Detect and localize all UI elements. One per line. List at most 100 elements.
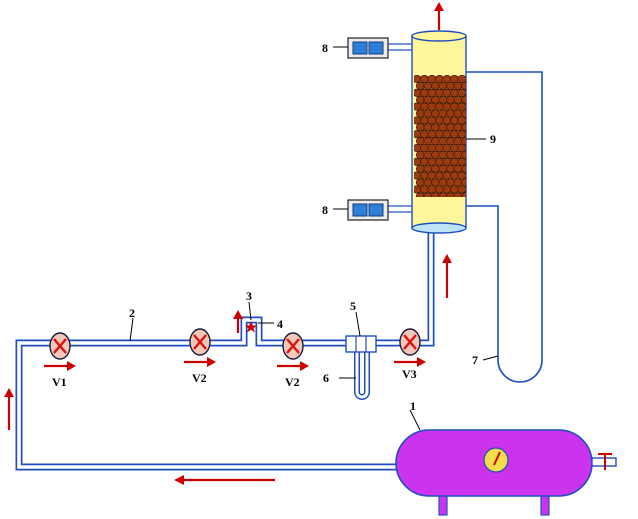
packing-particle	[442, 74, 452, 84]
packing-particle	[457, 74, 466, 84]
packing-particle	[453, 95, 463, 104]
label-valve-small: 4	[277, 317, 283, 331]
packing-particle	[457, 130, 466, 139]
packing-particle	[423, 123, 433, 132]
packing-particle	[460, 137, 466, 146]
packing-particle	[449, 74, 460, 84]
label-v2-first: V2	[192, 371, 207, 385]
packing-particle	[453, 81, 463, 90]
packing-particle	[419, 102, 430, 111]
packing-particle	[423, 137, 433, 146]
packing-particle	[415, 164, 426, 173]
packing-particle	[430, 178, 441, 187]
packing-particle	[457, 185, 466, 194]
packing-particle	[442, 157, 452, 166]
packing-particle	[423, 109, 433, 118]
packing-particle	[457, 143, 466, 153]
packing-particle	[438, 164, 448, 173]
vent-valve-star	[245, 321, 257, 333]
packing-particle	[423, 178, 433, 187]
packing-particle	[460, 178, 466, 187]
label-vent: 3	[246, 289, 252, 303]
packing-particle	[449, 102, 460, 111]
packing-particle	[453, 150, 463, 159]
packing-particle	[419, 185, 430, 194]
gauge-needle	[493, 451, 501, 466]
flow-arrow-v2-first	[184, 357, 216, 367]
packing-particle	[457, 157, 466, 166]
packing-particle	[453, 164, 463, 173]
packing-particle	[415, 95, 426, 104]
packing-particle	[449, 130, 460, 139]
packing-particle	[445, 137, 456, 146]
label-junction: 5	[350, 299, 356, 313]
packing-particle	[442, 171, 452, 180]
packing-particle	[419, 74, 430, 84]
label-v3: V3	[402, 367, 417, 381]
packing-particle	[414, 102, 422, 111]
packing-particle	[449, 116, 460, 125]
column-bottom	[411, 222, 467, 234]
packing-particle	[423, 150, 433, 159]
packing-particle	[438, 95, 448, 104]
packing-particle	[414, 185, 422, 194]
packing-particle	[414, 143, 422, 153]
packing-particle	[415, 81, 426, 90]
packing-particle	[449, 157, 460, 166]
packing-particle	[430, 81, 441, 90]
packing-particle	[460, 109, 466, 118]
packing-particle	[445, 95, 456, 104]
packing-particle	[414, 88, 422, 97]
packing-particle	[434, 143, 445, 153]
packing-particle	[415, 150, 426, 159]
packing-particle	[430, 150, 441, 159]
packing-particle	[427, 130, 437, 139]
tank	[395, 429, 617, 516]
sensor-bottom	[347, 199, 413, 221]
packing-particle	[434, 171, 445, 180]
packing-particle	[442, 116, 452, 125]
packing-particle	[460, 95, 466, 104]
label-tank: 1	[410, 399, 416, 413]
packing-particle	[419, 130, 430, 139]
packing-particle	[442, 143, 452, 153]
packing-particle	[415, 109, 426, 118]
packing-particle	[438, 150, 448, 159]
packing-particle	[442, 102, 452, 111]
column-top	[411, 30, 467, 42]
valve-v2-first	[189, 328, 211, 356]
packing-particle	[434, 185, 445, 194]
packing-bed	[414, 74, 466, 197]
packing-particle	[415, 137, 426, 146]
packing-particle	[453, 178, 463, 187]
packing-particle	[460, 123, 466, 132]
packing-particle	[423, 81, 433, 90]
packing-particle	[419, 116, 430, 125]
packing-particle	[445, 164, 456, 173]
packing-particle	[415, 178, 426, 187]
packing-particle	[438, 123, 448, 132]
packing-particle	[460, 81, 466, 90]
packing-particle	[438, 109, 448, 118]
packing-particle	[419, 88, 430, 97]
packing-particle	[445, 109, 456, 118]
packing-particle	[438, 137, 448, 146]
valve-v3	[399, 328, 421, 356]
packing-particle	[415, 123, 426, 132]
leader-lines	[129, 46, 499, 431]
packing-particle	[414, 116, 422, 125]
label-v1: V1	[52, 375, 67, 389]
packing-particle	[419, 143, 430, 153]
packing-particle	[460, 150, 466, 159]
packing-particle	[449, 171, 460, 180]
packing-particle	[414, 130, 422, 139]
packing-particle	[457, 102, 466, 111]
column	[411, 30, 467, 234]
packing-particle	[434, 116, 445, 125]
packing-particle	[442, 88, 452, 97]
packing-particle	[419, 171, 430, 180]
packing-particle	[414, 74, 422, 84]
packing-particle	[423, 164, 433, 173]
packing-particle	[449, 185, 460, 194]
